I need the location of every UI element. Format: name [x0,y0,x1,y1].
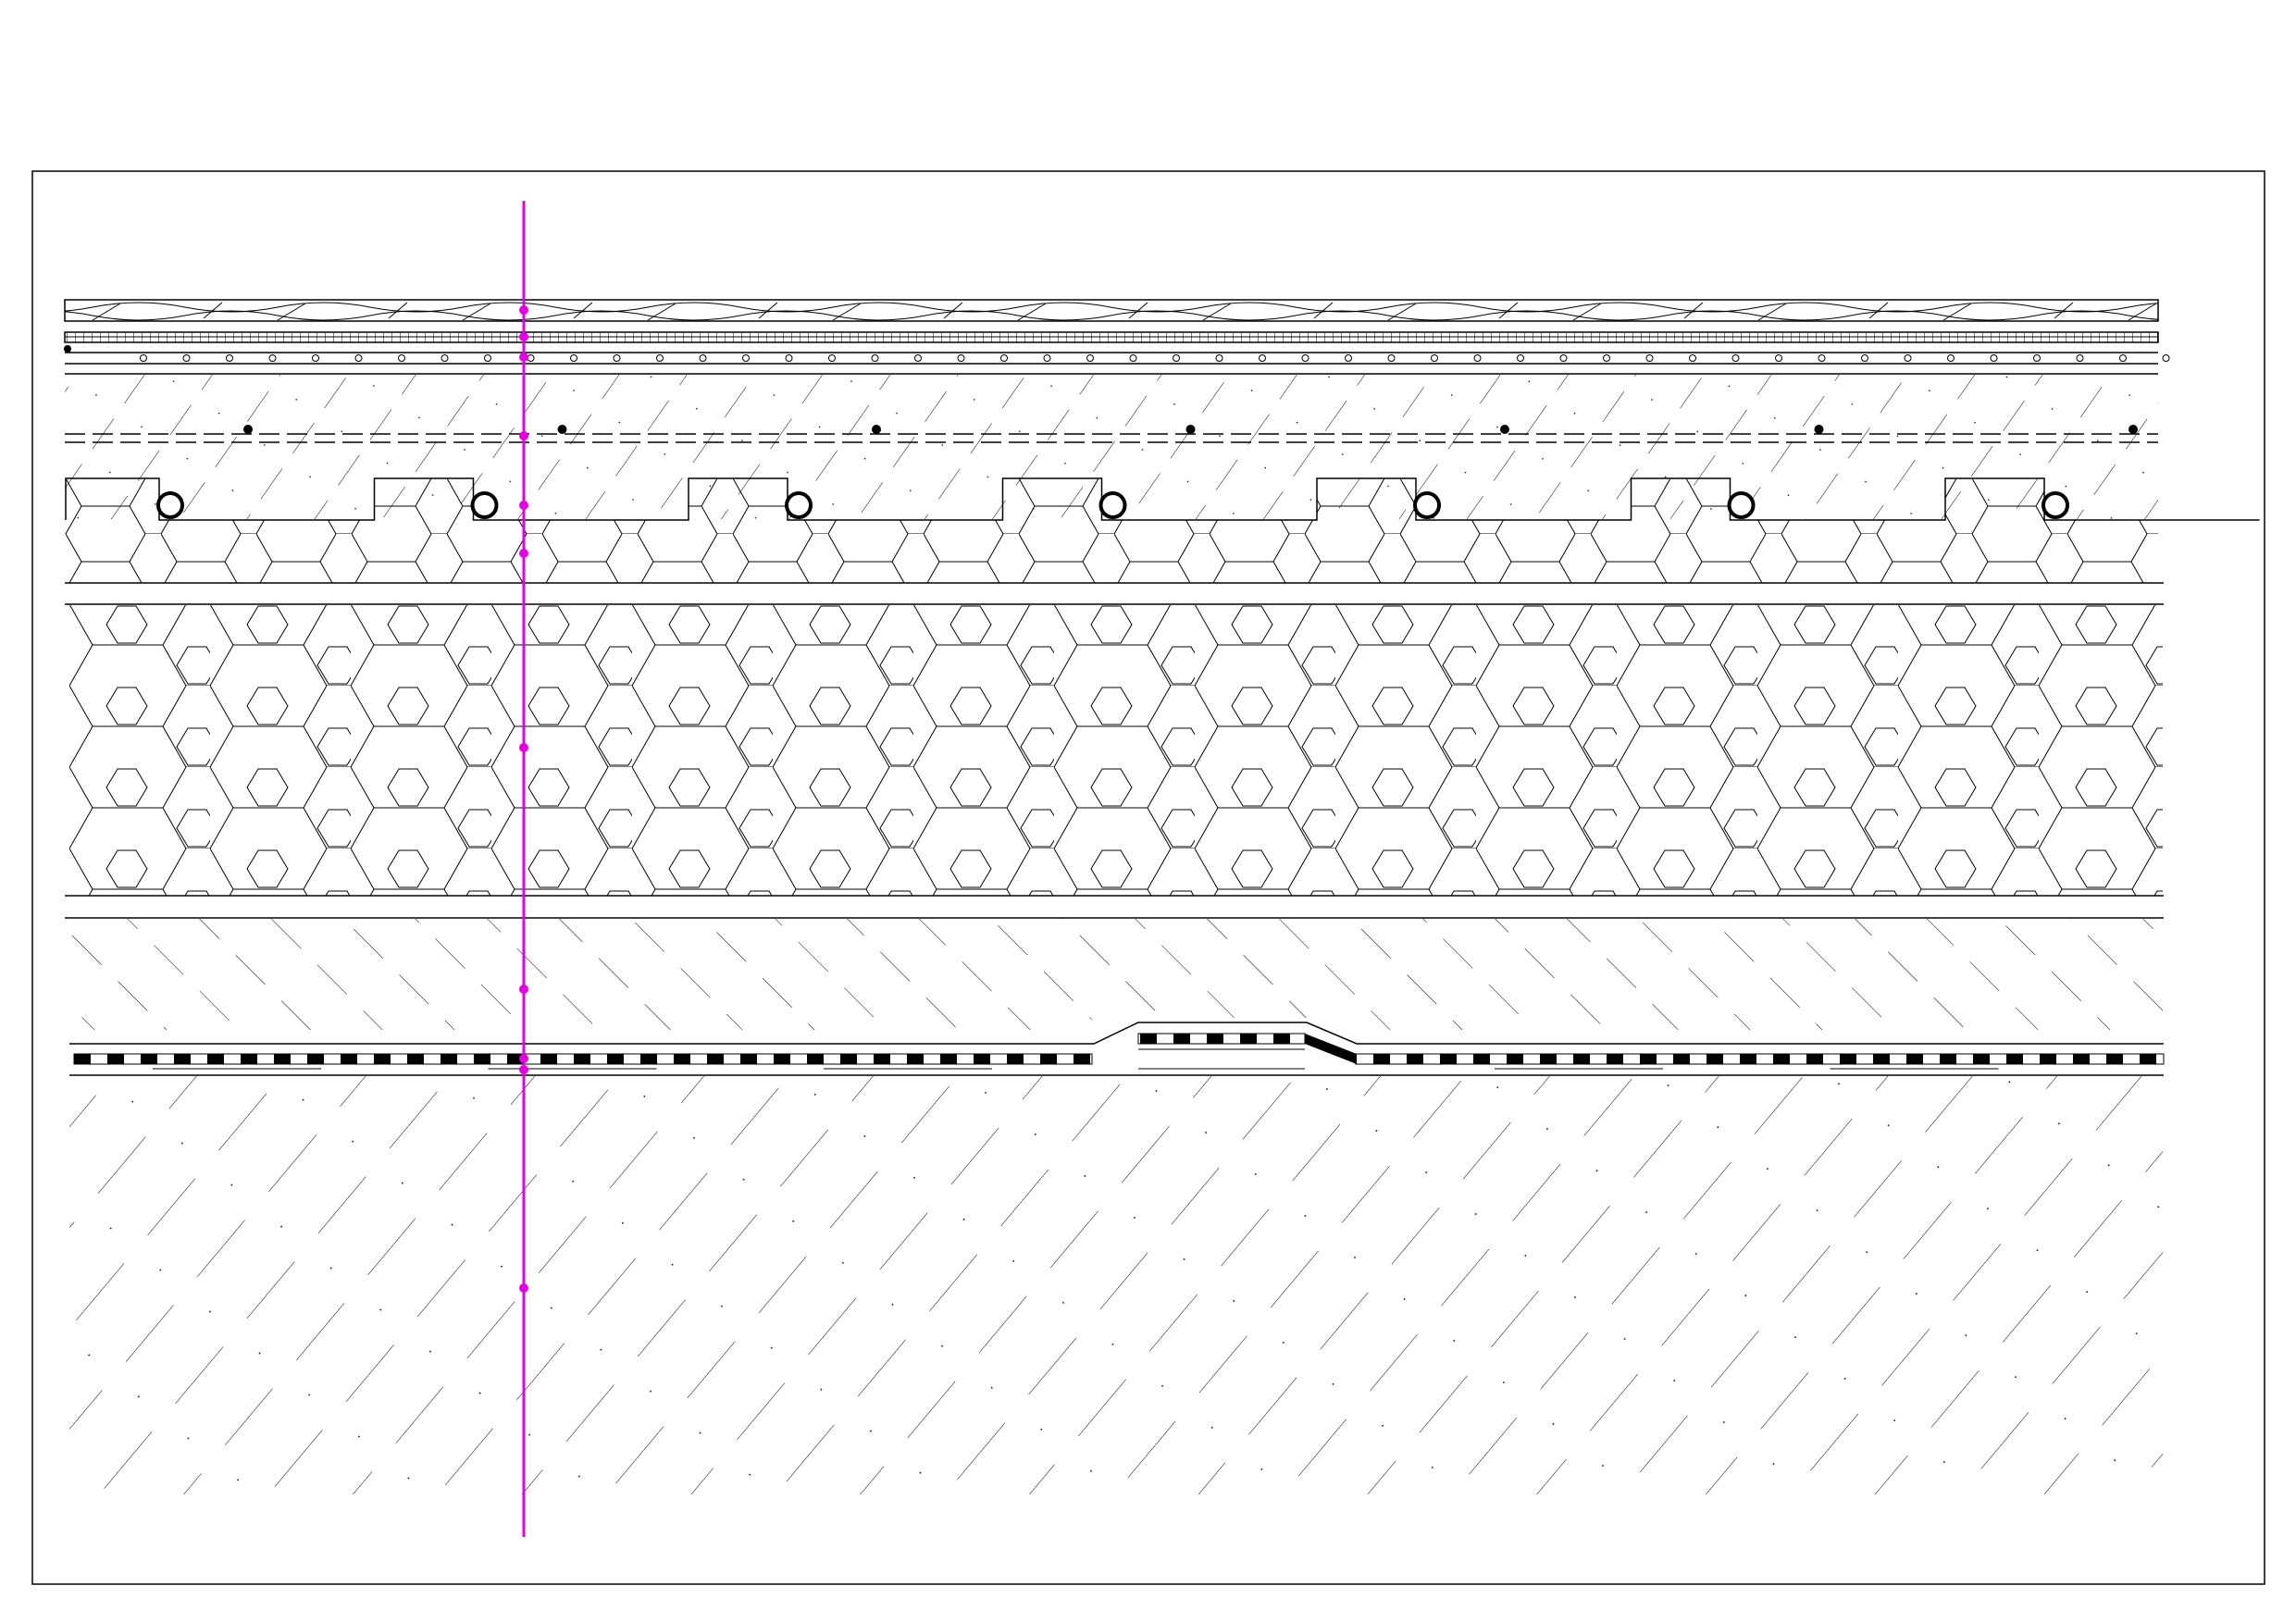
interlayer-circle [312,354,319,362]
interlayer-circle [914,354,922,362]
interlayer-circle [1517,354,1524,362]
drawing-frame [31,170,2265,1585]
interlayer-circle [1129,354,1137,362]
interlayer-circle [226,354,233,362]
interlayer-circle [1818,354,1826,362]
interlayer-circle [1345,354,1352,362]
section-marker-point [519,431,528,440]
insulation-pipe-layer [65,477,2260,584]
heating-pipe [1413,491,1441,519]
interlayer-circle [1731,354,1740,362]
interlayer-circle [398,354,405,362]
section-marker-point [519,305,528,315]
section-marker-point [519,332,528,341]
dotted-interlayer [65,352,2170,365]
interlayer-circle [1559,354,1568,362]
mesh-dot [1185,425,1196,434]
interlayer-circle [441,354,449,362]
section-marker-point [519,549,528,558]
insulation-layer [65,603,2164,897]
interlayer-circle [613,354,621,362]
interlayer-circle [1689,354,1696,362]
section-marker[interactable] [519,201,528,1537]
mesh-dot [1814,425,1824,434]
section-marker-point [519,1065,528,1074]
interlayer-circle [2076,354,2084,362]
interlayer-circle [1861,354,1868,362]
interlayer-circle [1259,354,1266,362]
interlayer-circle [140,354,147,362]
interlayer-circle [2162,354,2170,362]
grid-underlay-layer [64,331,2159,353]
concrete-slab-layer [69,1076,2163,1494]
heating-pipe [1098,491,1127,519]
interlayer-circle [1904,354,1912,362]
heating-pipe [785,491,813,519]
interlayer-circle [1000,354,1008,362]
heating-pipe [2042,491,2069,519]
point-marker [64,345,71,353]
fill-layer [65,917,2164,1030]
heating-pipe [156,491,184,519]
interlayer-circle [656,354,664,362]
interlayer-circle [1775,354,1782,362]
mesh-dot [1500,425,1509,434]
membrane-layer [69,1018,2165,1076]
interlayer-circle [2119,354,2127,362]
interlayer-circle [1301,354,1309,362]
section-marker-point [519,501,528,510]
section-marker-point [519,985,528,994]
interlayer-circle [354,354,363,362]
interlayer-circle [570,354,577,362]
interlayer-circle [1947,354,1955,362]
interlayer-circle [268,354,277,362]
section-marker-point [519,353,528,362]
interlayer-circle [828,354,836,362]
section-marker-point [519,1283,528,1293]
interlayer-circle [1645,354,1654,362]
interlayer-circle [1990,354,1998,362]
interlayer-circle [1387,354,1396,362]
heating-pipe [1727,491,1756,519]
section-marker-point [519,743,528,752]
interlayer-circle [1431,354,1438,362]
interlayer-circle [1086,354,1094,362]
interlayer-circle [484,354,491,362]
mesh-dot [872,425,881,434]
interlayer-circle [1173,354,1180,362]
interlayer-circle [182,354,191,362]
section-marker-point [519,1054,528,1063]
interlayer-circle [1215,354,1223,362]
interlayer-circle [699,354,707,362]
mesh-dot [557,425,567,434]
interlayer-circle [527,354,535,362]
interlayer-circle [785,354,793,362]
interlayer-circle [1603,354,1610,362]
mesh-dot [2128,425,2138,434]
interlayer-circle [742,354,750,362]
mesh-dot [243,425,253,434]
interlayer-circle [1473,354,1482,362]
interlayer-circle [871,354,879,362]
interlayer-circle [2033,354,2041,362]
interlayer-circle [957,354,965,362]
wood-flooring-layer [64,299,2159,322]
heating-pipe [470,491,499,519]
interlayer-circle [1043,354,1051,362]
